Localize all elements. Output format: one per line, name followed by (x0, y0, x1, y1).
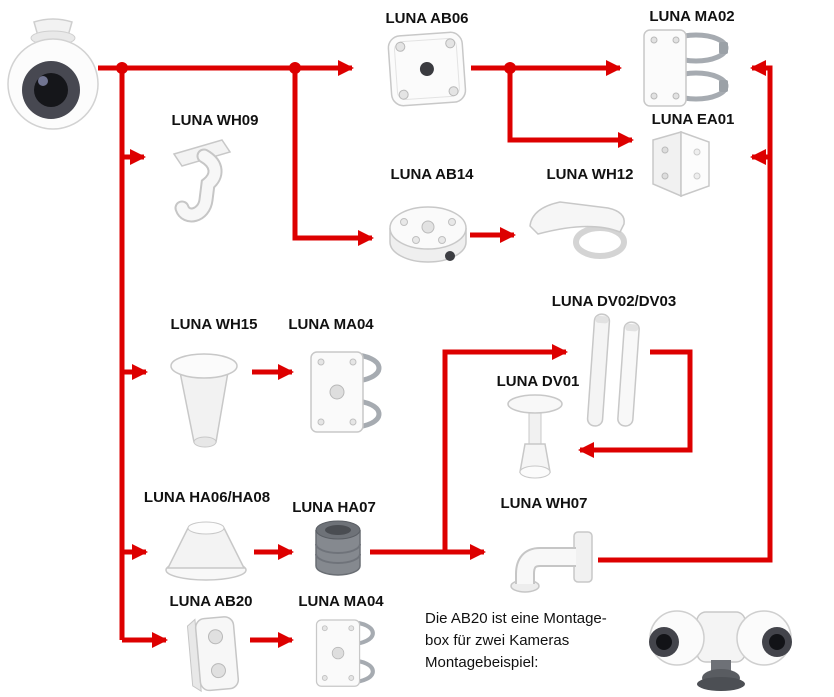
label-luna-ma04-mid: LUNA MA04 (288, 316, 374, 333)
ab20-note: Die AB20 ist eine Montage- box für zwei … (425, 608, 607, 673)
product-luna-wh07 (498, 512, 598, 600)
product-luna-camera (6, 16, 101, 136)
label-luna-dv02-dv03: LUNA DV02/DV03 (551, 293, 677, 310)
connector-to-ab14 (292, 68, 374, 246)
product-luna-dv01 (503, 392, 568, 487)
product-luna-ma04-mid (303, 340, 383, 445)
luna-ma04-image (310, 351, 382, 433)
luna-ab14-image (389, 206, 467, 263)
luna-ha06-ha08-image (165, 521, 247, 581)
luna-ma02-image (643, 29, 729, 107)
junction-dot (289, 62, 301, 74)
luna-ab06-image (387, 31, 467, 107)
product-luna-wh15 (160, 348, 252, 452)
luna-wh09-image (172, 139, 232, 223)
product-luna-ma02 (638, 26, 733, 110)
ab20-note-line2: box für zwei Kameras (425, 631, 570, 649)
product-luna-ab14 (386, 196, 470, 270)
ab20-note-line3: Montagebeispiel: (425, 653, 539, 671)
product-luna-ab20 (176, 612, 250, 696)
connector-to-dv02-dv03 (442, 344, 568, 552)
luna-ab20-image (186, 616, 240, 693)
junction-dot (116, 62, 128, 74)
label-luna-ma04-bot: LUNA MA04 (298, 593, 384, 610)
label-luna-wh09: LUNA WH09 (171, 112, 259, 129)
product-luna-ha07 (306, 514, 370, 584)
connector-wh07-to-ma02 (598, 60, 773, 563)
label-luna-ha06-ha08: LUNA HA06/HA08 (143, 489, 271, 506)
ab20-note-line1: Die AB20 ist eine Montage- (425, 610, 607, 627)
product-luna-wh09 (158, 132, 258, 232)
label-luna-ab14: LUNA AB14 (390, 166, 474, 183)
product-luna-wh12 (526, 190, 630, 266)
luna-ma04-image (315, 619, 375, 687)
label-luna-ea01: LUNA EA01 (651, 111, 735, 128)
luna-wh07-image (510, 531, 593, 593)
product-luna-ha06-ha08 (160, 516, 252, 584)
luna-dv02-dv03-image (586, 313, 640, 427)
luna-camera-image (7, 18, 99, 130)
product-luna-ab06 (383, 26, 471, 114)
label-luna-ab20: LUNA AB20 (169, 593, 253, 610)
connector-to-ea01 (507, 68, 634, 148)
product-luna-ma04-bot (303, 610, 383, 697)
label-luna-ab06: LUNA AB06 (385, 10, 469, 27)
label-luna-wh07: LUNA WH07 (500, 495, 588, 512)
label-luna-wh15: LUNA WH15 (170, 316, 258, 333)
product-luna-ea01 (645, 128, 715, 200)
luna-wh15-image (170, 353, 238, 448)
label-luna-dv01: LUNA DV01 (496, 373, 580, 390)
luna-ea01-image (652, 130, 710, 198)
label-luna-wh12: LUNA WH12 (546, 166, 634, 183)
product-luna-dv02-dv03 (583, 310, 648, 432)
luna-wh12-image (529, 201, 627, 259)
label-luna-ma02: LUNA MA02 (649, 8, 735, 25)
product-dual-camera-example (633, 596, 808, 696)
luna-dv01-image (507, 394, 563, 479)
junction-dot (504, 62, 516, 74)
label-luna-ha07: LUNA HA07 (292, 499, 376, 516)
dual-camera-example-image (649, 610, 792, 691)
connector-to-dv01 (578, 349, 693, 458)
luna-ha07-image (315, 520, 361, 576)
